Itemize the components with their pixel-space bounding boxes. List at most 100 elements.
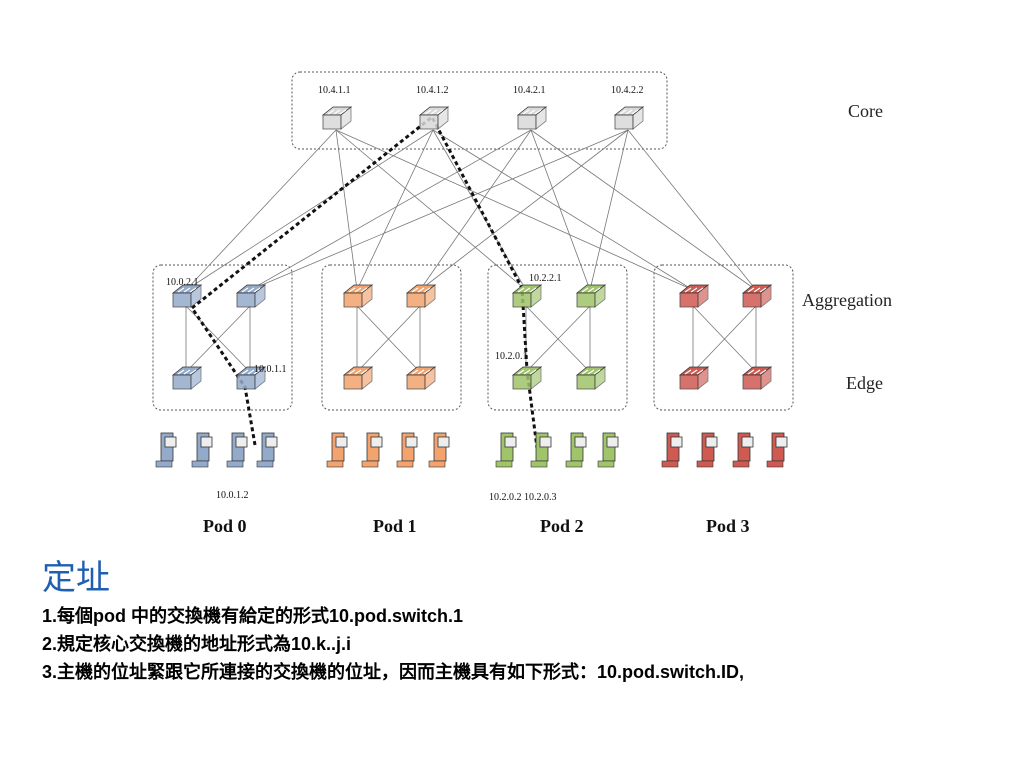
host-screen xyxy=(741,436,754,448)
slide-title: 定址 xyxy=(42,558,110,598)
pod1-agg-switch-2 xyxy=(405,284,437,308)
pod2-host-ip-a: 10.2.0.2 xyxy=(489,492,522,503)
pod2-agg-switch-2 xyxy=(575,284,607,308)
core-agg-link xyxy=(335,129,358,291)
switch-arrows-icon xyxy=(747,369,767,375)
core-agg-link xyxy=(335,129,694,291)
switch-front xyxy=(742,374,762,390)
switch-arrows-icon xyxy=(327,109,347,115)
host-keyboard xyxy=(155,460,173,468)
pod2-host-1 xyxy=(495,432,517,468)
switch-side xyxy=(594,366,606,390)
switch-arrows-icon xyxy=(747,287,767,293)
pod1-host-3 xyxy=(396,432,418,468)
pod3-agg-switch-1 xyxy=(678,284,710,308)
pod2-edge-switch-2 xyxy=(575,366,607,390)
switch-side xyxy=(535,106,547,130)
switch-arrows-icon xyxy=(517,369,537,375)
switch-side xyxy=(361,366,373,390)
host-keyboard xyxy=(256,460,274,468)
host-screen xyxy=(606,436,619,448)
pod0-edge-switch-2 xyxy=(235,366,267,390)
layer-label-core: Core xyxy=(848,101,883,121)
core-agg-link xyxy=(419,129,532,291)
core-agg-link xyxy=(185,129,434,291)
switch-arrows-icon xyxy=(241,369,261,375)
switch-front xyxy=(406,292,426,308)
core-agg-link xyxy=(249,129,629,291)
switch-side xyxy=(340,106,352,130)
switch-arrows-icon xyxy=(581,287,601,293)
host-screen xyxy=(235,436,248,448)
host-screen xyxy=(504,436,517,448)
pod2-edge-switch-1 xyxy=(511,366,543,390)
host-keyboard xyxy=(565,460,583,468)
layer-label-aggregation: Aggregation xyxy=(802,290,892,310)
switch-arrows-icon xyxy=(684,369,704,375)
rule-line-2: 2.規定核心交換機的地址形式為10.k..j.i xyxy=(42,634,352,654)
switch-front xyxy=(512,292,532,308)
pod3-edge-switch-1 xyxy=(678,366,710,390)
switch-side xyxy=(530,284,542,308)
host-keyboard xyxy=(396,460,414,468)
core-agg-link xyxy=(356,129,434,291)
switch-arrows-icon xyxy=(684,287,704,293)
host-screen xyxy=(539,436,552,448)
switch-front xyxy=(614,114,634,130)
host-screen xyxy=(265,436,278,448)
host-screen xyxy=(775,436,788,448)
agg-edge-link xyxy=(692,305,757,373)
pod-label-0: Pod 0 xyxy=(203,516,247,536)
switch-arrows-icon xyxy=(517,287,537,293)
layer-label-edge: Edge xyxy=(846,373,883,393)
pod1-agg-switch-1 xyxy=(342,284,374,308)
pod2-host-3 xyxy=(565,432,587,468)
switch-side xyxy=(361,284,373,308)
switch-side xyxy=(437,106,449,130)
host-keyboard xyxy=(326,460,344,468)
switch-side xyxy=(530,366,542,390)
core-agg-link xyxy=(185,129,337,291)
pod-box-2 xyxy=(487,264,628,411)
pod3-host-1 xyxy=(661,432,683,468)
switch-side xyxy=(254,366,266,390)
switch-arrows-icon xyxy=(411,287,431,293)
agg-edge-link xyxy=(185,305,251,373)
switch-front xyxy=(343,292,363,308)
core-ip-4: 10.4.2.2 xyxy=(611,85,644,96)
agg-edge-link xyxy=(356,305,421,373)
core-switch-1 xyxy=(321,106,353,130)
host-screen xyxy=(405,436,418,448)
switch-side xyxy=(594,284,606,308)
switch-arrows-icon xyxy=(619,109,639,115)
addressing-rules: 1.每個pod 中的交換機有給定的形式10.pod.switch.1 2.規定核… xyxy=(42,602,744,686)
switch-arrows-icon xyxy=(348,287,368,293)
core-agg-link xyxy=(419,129,629,291)
rule-line-1: 1.每個pod 中的交換機有給定的形式10.pod.switch.1 xyxy=(42,606,464,626)
switch-side xyxy=(760,284,772,308)
host-screen xyxy=(335,436,348,448)
pod3-edge-switch-2 xyxy=(741,366,773,390)
switch-front xyxy=(512,374,532,390)
host-screen xyxy=(574,436,587,448)
switch-front xyxy=(322,114,342,130)
switch-front xyxy=(679,292,699,308)
fat-tree-diagram: 10.4.1.1 10.4.1.2 10.4.2.1 10.4.2.2 Core… xyxy=(152,71,892,536)
pod3-host-2 xyxy=(696,432,718,468)
pod1-host-1 xyxy=(326,432,348,468)
switch-front xyxy=(576,292,596,308)
switch-arrows-icon xyxy=(411,369,431,375)
pod-label-1: Pod 1 xyxy=(373,516,417,536)
switch-arrows-icon xyxy=(581,369,601,375)
switch-side xyxy=(697,284,709,308)
switch-side xyxy=(424,366,436,390)
host-keyboard xyxy=(732,460,750,468)
core-agg-link xyxy=(627,129,757,291)
pod0-host-ip: 10.0.1.2 xyxy=(216,490,249,501)
switch-front xyxy=(679,374,699,390)
pod0-host-3 xyxy=(226,432,248,468)
switch-side xyxy=(190,366,202,390)
pod3-host-3 xyxy=(732,432,754,468)
pod0-agg-switch-1 xyxy=(171,284,203,308)
host-keyboard xyxy=(428,460,446,468)
